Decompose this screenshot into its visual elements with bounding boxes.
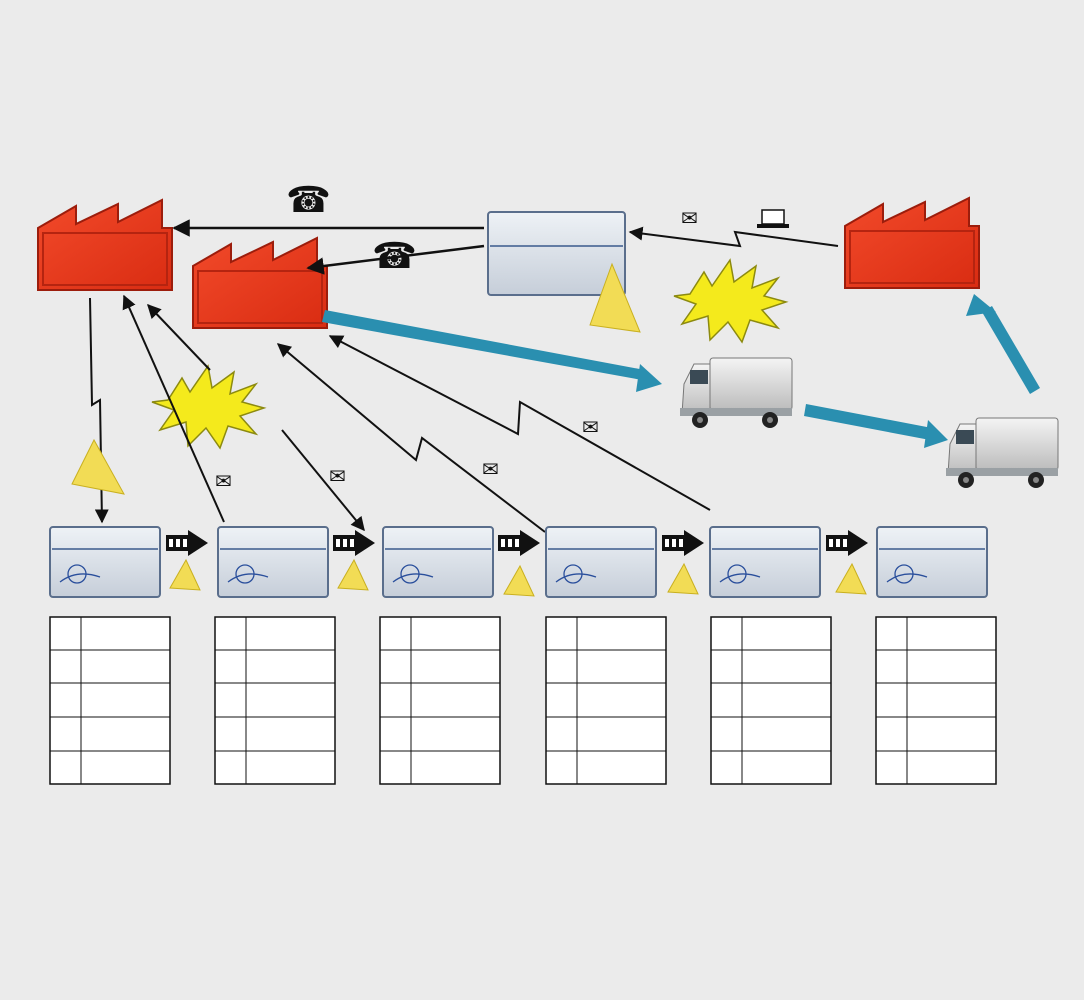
data-box-4 bbox=[545, 616, 667, 785]
phone-icon: ☎ bbox=[372, 236, 417, 277]
electronic-info-line-customer-to-control bbox=[628, 226, 839, 248]
factory-supplier-center bbox=[192, 237, 328, 329]
data-box-2 bbox=[214, 616, 336, 785]
mail-icon: ✉ bbox=[681, 206, 698, 230]
info-line-process-2-to-supplier bbox=[122, 294, 225, 523]
factory-customer-right bbox=[844, 197, 980, 289]
phone-icon: ☎ bbox=[286, 180, 331, 221]
factory-supplier-left bbox=[37, 199, 173, 291]
data-box-5 bbox=[710, 616, 832, 785]
push-arrow-1 bbox=[166, 530, 208, 556]
process-box-4 bbox=[545, 526, 657, 598]
process-box-2 bbox=[217, 526, 329, 598]
mail-icon: ✉ bbox=[482, 457, 499, 481]
process-box-5 bbox=[709, 526, 821, 598]
truck-outbound bbox=[945, 417, 1059, 489]
inventory-triangle-5 bbox=[835, 563, 867, 595]
inventory-triangle-4 bbox=[667, 563, 699, 595]
inventory-triangle-supplier bbox=[71, 438, 125, 495]
mail-icon: ✉ bbox=[582, 415, 599, 439]
push-arrow-5 bbox=[826, 530, 868, 556]
data-box-6 bbox=[875, 616, 997, 785]
truck-inbound bbox=[679, 357, 793, 429]
kaizen-burst-left bbox=[151, 365, 265, 449]
inventory-triangle-3 bbox=[503, 565, 535, 597]
push-arrow-2 bbox=[333, 530, 375, 556]
computer-icon bbox=[757, 209, 789, 228]
mail-icon: ✉ bbox=[215, 469, 232, 493]
transport-arrow-center-to-van bbox=[322, 310, 662, 392]
inventory-triangle-control bbox=[589, 262, 641, 333]
kaizen-burst-right bbox=[673, 259, 787, 343]
data-box-3 bbox=[379, 616, 501, 785]
mail-icon: ✉ bbox=[329, 464, 346, 488]
push-arrow-4 bbox=[662, 530, 704, 556]
inventory-triangle-2 bbox=[337, 559, 369, 591]
info-line-burst-to-supplier bbox=[147, 303, 211, 371]
inventory-triangle-1 bbox=[169, 559, 201, 591]
process-box-6 bbox=[876, 526, 988, 598]
process-box-3 bbox=[382, 526, 494, 598]
electronic-info-line-process-5-to-supplier bbox=[328, 335, 711, 511]
data-box-1 bbox=[49, 616, 171, 785]
process-box-1 bbox=[49, 526, 161, 598]
info-line-control-to-center-supplier bbox=[306, 244, 485, 275]
electronic-info-line-process-4-to-supplier bbox=[276, 343, 546, 533]
transport-arrow-van-to-customer bbox=[966, 294, 1040, 394]
info-line-to-process-3 bbox=[281, 429, 365, 532]
transport-arrow-van-to-van bbox=[804, 404, 948, 448]
production-control-box bbox=[487, 211, 626, 296]
push-arrow-3 bbox=[498, 530, 540, 556]
